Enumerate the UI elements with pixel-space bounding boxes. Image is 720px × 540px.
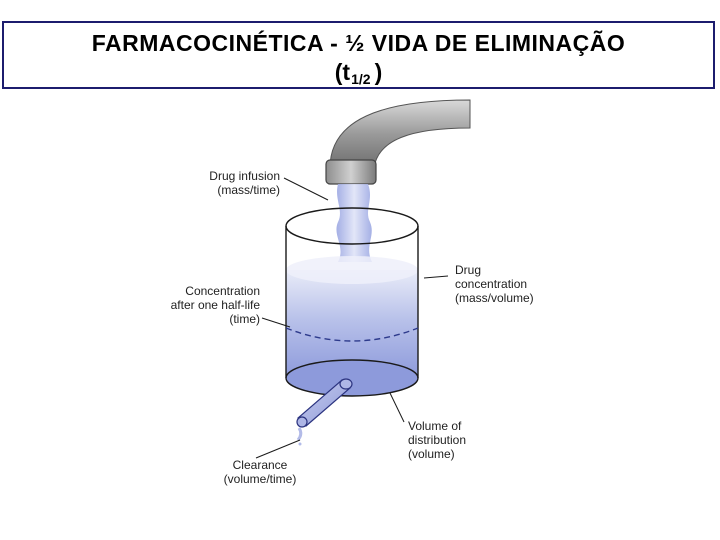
label-line: concentration	[455, 277, 528, 291]
drug-concentration-label: Drug concentration (mass/volume)	[455, 263, 575, 305]
title-t: (t	[334, 59, 351, 85]
label-line: (mass/time)	[217, 183, 280, 197]
leader-lines	[255, 177, 449, 459]
title-line-1: FARMACOCINÉTICA - ½ VIDA DE ELIMINAÇÃO	[91, 30, 626, 56]
label-line: Clearance	[232, 458, 288, 472]
faucet	[325, 99, 471, 185]
outlet-pipe	[296, 378, 353, 446]
title-banner: FARMACOCINÉTICA - ½ VIDA DE ELIMINAÇÃO (…	[2, 21, 715, 89]
label-line: after one half-life	[170, 298, 260, 312]
title-line-2: (t1/2)	[4, 59, 713, 87]
label-line: (volume/time)	[223, 472, 297, 486]
drug-infusion-label: Drug infusion (mass/time)	[188, 169, 280, 197]
label-line: Drug	[455, 263, 482, 277]
tank	[285, 207, 419, 397]
label-line: (volume)	[408, 447, 455, 461]
title-subscript: 1/2	[351, 71, 371, 87]
title-close-paren: )	[374, 59, 383, 85]
label-line: Volume of	[408, 419, 462, 433]
label-line: Concentration	[185, 284, 260, 298]
volume-distribution-label: Volume of distribution (volume)	[408, 419, 508, 461]
half-life-label: Concentration after one half-life (time)	[150, 284, 260, 326]
label-line: (mass/volume)	[455, 291, 534, 305]
clearance-label: Clearance (volume/time)	[212, 458, 308, 486]
label-line: (time)	[229, 312, 260, 326]
label-line: distribution	[408, 433, 467, 447]
water-stream	[336, 184, 372, 262]
label-line: Drug infusion	[209, 169, 280, 183]
